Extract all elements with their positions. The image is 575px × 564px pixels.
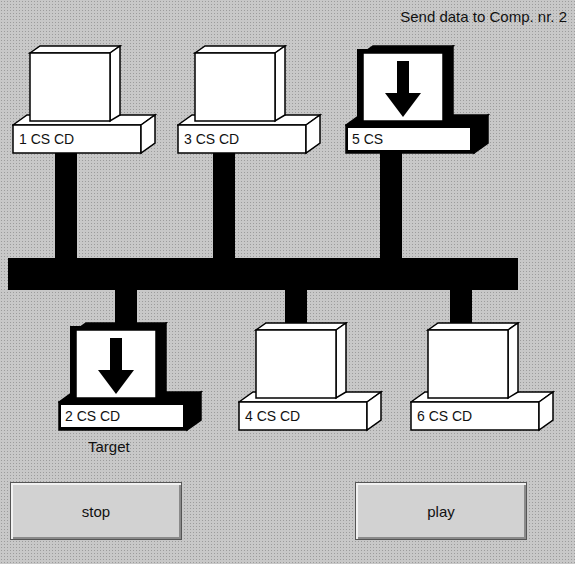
monitor-top bbox=[195, 46, 285, 53]
monitor-screen bbox=[30, 53, 110, 121]
computer-label: 2 CS CD bbox=[61, 405, 183, 427]
base-side bbox=[539, 392, 553, 430]
button-text: stop bbox=[82, 503, 110, 520]
base-side bbox=[474, 115, 488, 153]
base-front bbox=[178, 125, 306, 153]
monitor-side bbox=[110, 46, 120, 121]
label-text: Target bbox=[88, 438, 130, 455]
computer: 1 CS CD bbox=[12, 45, 158, 157]
monitor-side bbox=[336, 323, 346, 398]
base-side bbox=[141, 115, 155, 153]
monitor-top bbox=[428, 323, 518, 330]
computer-name: 1 CS CD bbox=[19, 131, 74, 147]
monitor-top bbox=[30, 46, 120, 53]
computer-name: 6 CS CD bbox=[417, 408, 472, 424]
base-side bbox=[306, 115, 320, 153]
target-label: Target bbox=[88, 438, 130, 455]
arrow-head bbox=[385, 93, 421, 117]
base-side bbox=[187, 392, 201, 430]
computer-name: 2 CS CD bbox=[65, 408, 120, 424]
title: Send data to Comp. nr. 2 bbox=[400, 8, 567, 25]
computer-label: 4 CS CD bbox=[241, 405, 363, 427]
computer: 3 CS CD bbox=[177, 45, 323, 157]
computer: 5 CS bbox=[345, 45, 491, 157]
computer: 6 CS CD bbox=[410, 322, 556, 434]
computer-name: 5 CS bbox=[352, 131, 383, 147]
computer: 2 CS CD bbox=[58, 322, 204, 434]
button: stop bbox=[10, 482, 182, 540]
button-text: play bbox=[427, 503, 455, 520]
computer-label: 6 CS CD bbox=[413, 405, 535, 427]
bus-stub bbox=[213, 150, 235, 260]
button: play bbox=[355, 482, 527, 540]
monitor-top bbox=[256, 323, 346, 330]
base-front bbox=[59, 402, 187, 430]
label-strip bbox=[348, 128, 470, 150]
bus-stub bbox=[380, 150, 402, 260]
monitor-screen bbox=[76, 330, 156, 398]
base-front bbox=[239, 402, 367, 430]
bus-stub bbox=[55, 150, 77, 260]
monitor-side bbox=[275, 46, 285, 121]
monitor-frame bbox=[70, 326, 160, 400]
title-text: Send data to Comp. nr. 2 bbox=[400, 8, 567, 25]
computer-label: 1 CS CD bbox=[15, 128, 137, 150]
arrow-head bbox=[98, 370, 134, 394]
monitor-screen bbox=[363, 53, 443, 121]
computer: 4 CS CD bbox=[238, 322, 384, 434]
monitor-frame bbox=[357, 49, 447, 123]
monitor-screen bbox=[195, 53, 275, 121]
bus-bar bbox=[8, 258, 518, 290]
computer-name: 3 CS CD bbox=[184, 131, 239, 147]
arrow-shaft bbox=[397, 61, 409, 95]
label-strip bbox=[61, 405, 183, 427]
base-side bbox=[367, 392, 381, 430]
computer-name: 4 CS CD bbox=[245, 408, 300, 424]
monitor-side bbox=[508, 323, 518, 398]
base-front bbox=[346, 125, 474, 153]
base-front bbox=[411, 402, 539, 430]
computer-label: 5 CS bbox=[348, 128, 470, 150]
computer-label: 3 CS CD bbox=[180, 128, 302, 150]
base-front bbox=[13, 125, 141, 153]
monitor-screen bbox=[428, 330, 508, 398]
arrow-shaft bbox=[110, 338, 122, 372]
monitor-screen bbox=[256, 330, 336, 398]
